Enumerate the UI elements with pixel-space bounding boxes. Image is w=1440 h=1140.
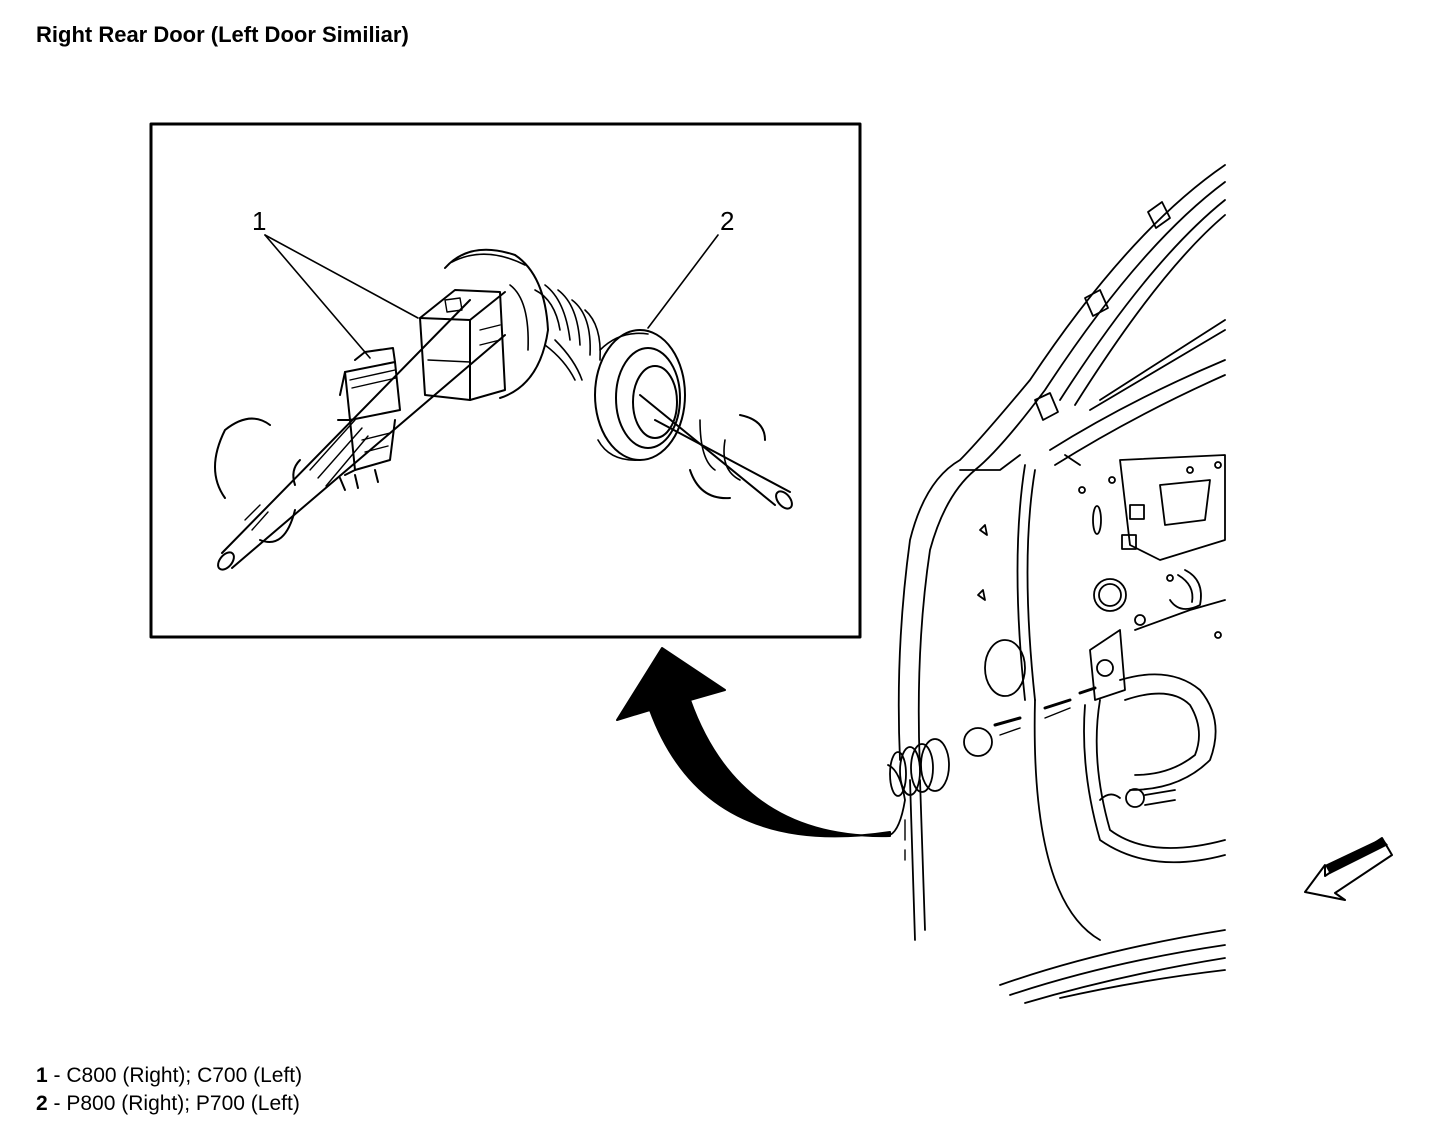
legend-item-1: 1 - C800 (Right); C700 (Left): [36, 1062, 302, 1090]
pointer-arrow: [616, 647, 891, 838]
callout-2-leader: [647, 234, 719, 329]
grommet-boot: [444, 248, 602, 399]
legend-item-2: 2 - P800 (Right); P700 (Left): [36, 1090, 302, 1118]
legend-item-1-number: 1: [36, 1064, 48, 1087]
callout-1-number: 1: [252, 206, 266, 236]
detail-inset: 1 2: [149, 122, 862, 639]
callout-1-leader-b: [264, 234, 371, 359]
legend-item-1-text: C800 (Right); C700 (Left): [66, 1064, 303, 1087]
right-wire-bundle: [639, 394, 793, 510]
callout-1-leader-a: [264, 234, 419, 319]
front-direction-arrow-shade: [1325, 838, 1388, 874]
legend-item-1-separator: -: [47, 1064, 67, 1087]
legend-item-2-separator: -: [47, 1092, 67, 1115]
callout-2-number: 2: [720, 206, 734, 236]
legend-item-2-text: P800 (Right); P700 (Left): [66, 1092, 300, 1115]
door-panel: [887, 164, 1226, 1004]
connector-c800-large: [419, 289, 506, 401]
legend: 1 - C800 (Right); C700 (Left) 2 - P800 (…: [36, 1062, 302, 1118]
diagram-title: Right Rear Door (Left Door Similiar): [36, 22, 409, 47]
left-wire-bundle: [214, 299, 506, 571]
inset-frame: [149, 122, 862, 639]
legend-item-2-number: 2: [36, 1092, 48, 1115]
connector-c800-small: [337, 347, 401, 491]
door-grommet-p800: [594, 329, 686, 461]
